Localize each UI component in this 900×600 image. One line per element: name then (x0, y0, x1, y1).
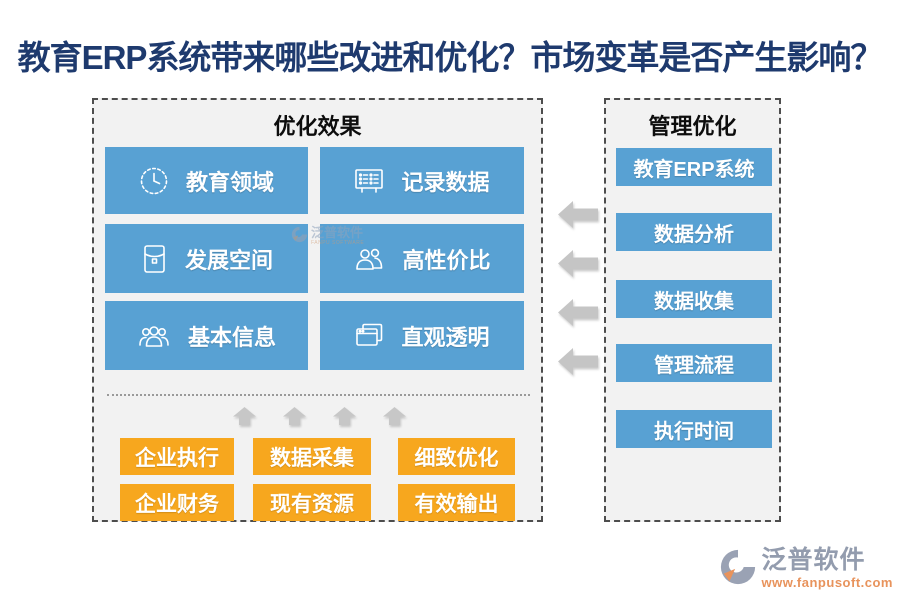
factor-box: 有效输出 (398, 484, 515, 521)
up-arrow-icon (283, 407, 306, 425)
up-arrow-icon (333, 407, 356, 425)
left-arrow-icon (558, 348, 598, 375)
factor-box: 企业执行 (120, 438, 234, 475)
footer-url: www.fanpusoft.com (761, 575, 893, 590)
effect-box-label: 高性价比 (402, 247, 491, 273)
management-item: 管理流程 (616, 344, 772, 382)
effect-box-label: 记录数据 (401, 169, 490, 195)
record-list-icon (354, 167, 384, 195)
factor-box: 企业财务 (120, 484, 234, 521)
management-item: 数据分析 (616, 213, 772, 251)
effect-box-label: 直观透明 (401, 324, 490, 350)
left-arrow-icon (558, 201, 598, 228)
effect-box-cost-performance: 高性价比 (320, 224, 524, 293)
factor-box: 现有资源 (253, 484, 371, 521)
three-users-icon (137, 322, 171, 350)
management-item: 数据收集 (616, 280, 772, 318)
effect-box-transparent: 直观透明 (320, 301, 524, 370)
two-users-icon (353, 245, 385, 273)
management-item: 教育ERP系统 (616, 148, 772, 186)
footer-brand-block: 泛普软件 www.fanpusoft.com (719, 548, 893, 591)
clock-icon (139, 166, 169, 196)
optimization-effects-panel: 优化效果 教育领域 (92, 98, 543, 522)
page-title: 教育ERP系统带来哪些改进和优化？市场变革是否产生影响？ (17, 39, 884, 76)
envelope-icon (140, 243, 168, 275)
effect-box-basic-info: 基本信息 (105, 301, 308, 370)
effect-box-development-space: 发展空间 (105, 224, 308, 293)
management-optimization-panel: 管理优化 教育ERP系统 数据分析 数据收集 管理流程 执行时间 (604, 98, 781, 522)
right-panel-title: 管理优化 (648, 114, 737, 139)
dotted-divider (107, 394, 530, 396)
effect-box-label: 发展空间 (184, 247, 273, 273)
footer-brand-name: 泛普软件 (761, 546, 866, 574)
effect-box-label: 基本信息 (187, 324, 276, 350)
left-arrow-icon (558, 299, 598, 326)
up-arrow-icon (383, 407, 406, 425)
management-item: 执行时间 (616, 410, 772, 448)
fanpu-logo-icon (719, 548, 757, 591)
factor-box: 数据采集 (253, 438, 371, 475)
stacked-windows-icon (354, 322, 384, 350)
left-arrow-icon (558, 250, 598, 277)
effect-box-education-field: 教育领域 (105, 147, 308, 214)
effect-box-record-data: 记录数据 (320, 147, 524, 214)
effect-box-label: 教育领域 (185, 169, 274, 195)
up-arrow-icon (233, 407, 256, 425)
left-panel-title: 优化效果 (273, 114, 362, 139)
factor-box: 细致优化 (398, 438, 515, 475)
